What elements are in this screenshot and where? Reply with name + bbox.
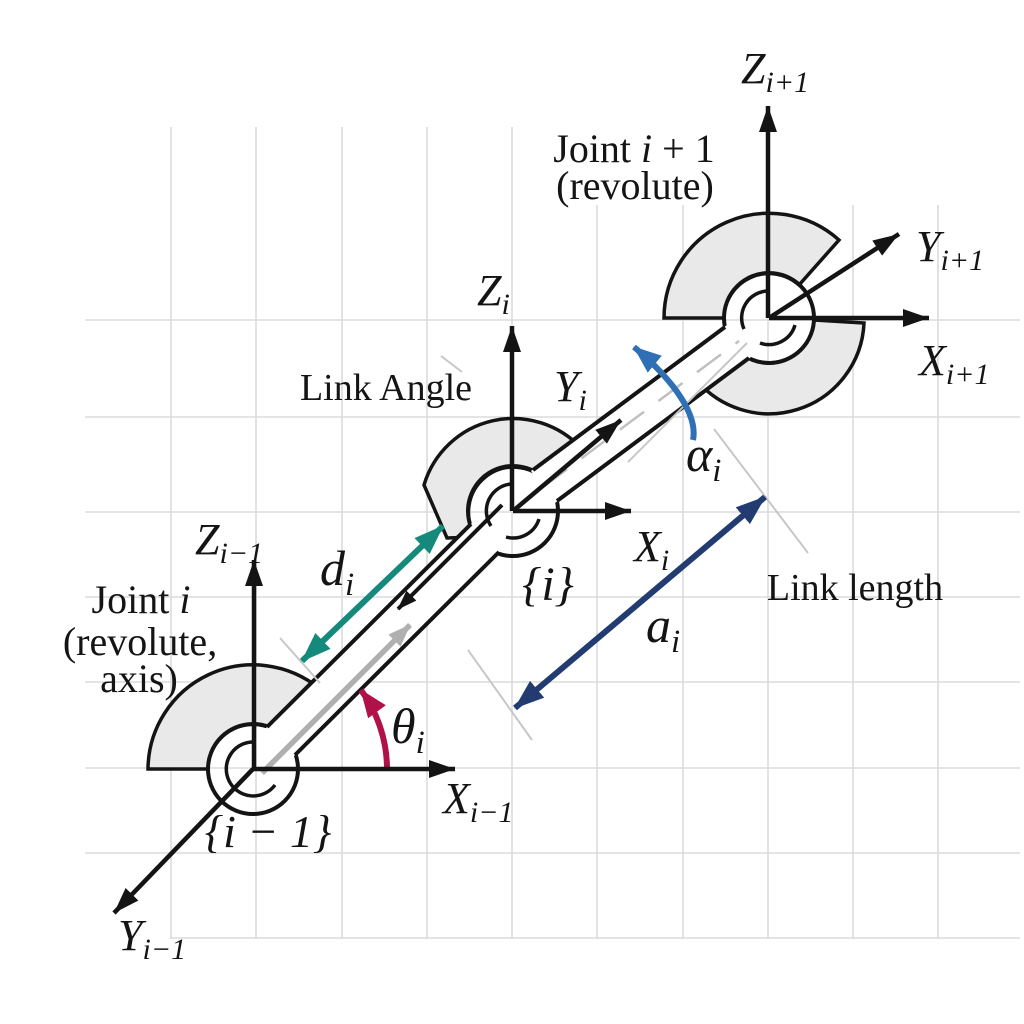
x-axis-label-next: Xi+1 xyxy=(917,336,989,391)
caption-link-length: Link length xyxy=(767,567,943,609)
construction-lines xyxy=(279,339,809,741)
x-axis-label-prev: Xi−1 xyxy=(441,774,513,829)
construction-tick-d-lower xyxy=(279,637,321,684)
param-label-link-length-a: ai xyxy=(646,597,680,660)
construction-line-axis-extension xyxy=(627,342,748,463)
dim-arrow-link-offset-d xyxy=(299,523,446,664)
construction-tick-a-lower xyxy=(467,649,533,741)
joint-cur-inner-arc-lower xyxy=(505,518,541,540)
frame-tag-cur: {i} xyxy=(522,558,574,611)
joint-cur-label-line2: (revolute, xyxy=(63,619,217,664)
joint-cur-label-line3: axis) xyxy=(100,656,178,701)
construction-tick-a-upper xyxy=(713,428,809,554)
coordinate-axes xyxy=(112,106,929,915)
joint-next-inner-arc-lower xyxy=(759,324,797,347)
param-label-link-offset-d: di xyxy=(320,540,354,603)
param-label-joint-angle-theta: θi xyxy=(391,698,425,761)
y-axis-label-cur: Yi xyxy=(554,362,587,417)
joint-next-label-line2: (revolute) xyxy=(556,163,714,208)
construction-tick-link2 xyxy=(440,355,463,373)
y-axis-prev xyxy=(112,767,255,915)
y-axis-next xyxy=(767,232,901,320)
link-2-centerline-dashed xyxy=(542,339,740,489)
dim-arc-joint-angle-theta xyxy=(358,688,390,768)
param-label-link-twist-alpha: αi xyxy=(686,426,721,489)
link-2-upper-edge xyxy=(531,325,727,472)
frame-tag-prev: {i − 1} xyxy=(205,806,332,857)
joint-cur-label-line1: Joint i xyxy=(92,577,191,622)
dim-arrow-link-length-a xyxy=(513,494,767,711)
joint-prev-inner-arc xyxy=(224,740,277,798)
joint-next-inner-arc-upper xyxy=(739,289,768,330)
x-axis-label-cur: Xi xyxy=(632,522,669,577)
y-axis-label-prev: Yi−1 xyxy=(118,911,186,966)
joint-next-label-line1: Joint i + 1 xyxy=(553,126,714,171)
z-axis-label-prev: Zi−1 xyxy=(195,515,263,570)
z-axis-label-next: Zi+1 xyxy=(741,44,809,99)
caption-link-angle: Link Angle xyxy=(300,367,472,409)
z-axis-label-cur: Zi xyxy=(477,266,510,321)
link-2-lower-edge xyxy=(555,356,751,503)
dim-arc-link-twist-alpha xyxy=(632,344,697,441)
y-axis-cur xyxy=(511,418,623,513)
y-axis-label-next: Yi+1 xyxy=(916,222,984,277)
